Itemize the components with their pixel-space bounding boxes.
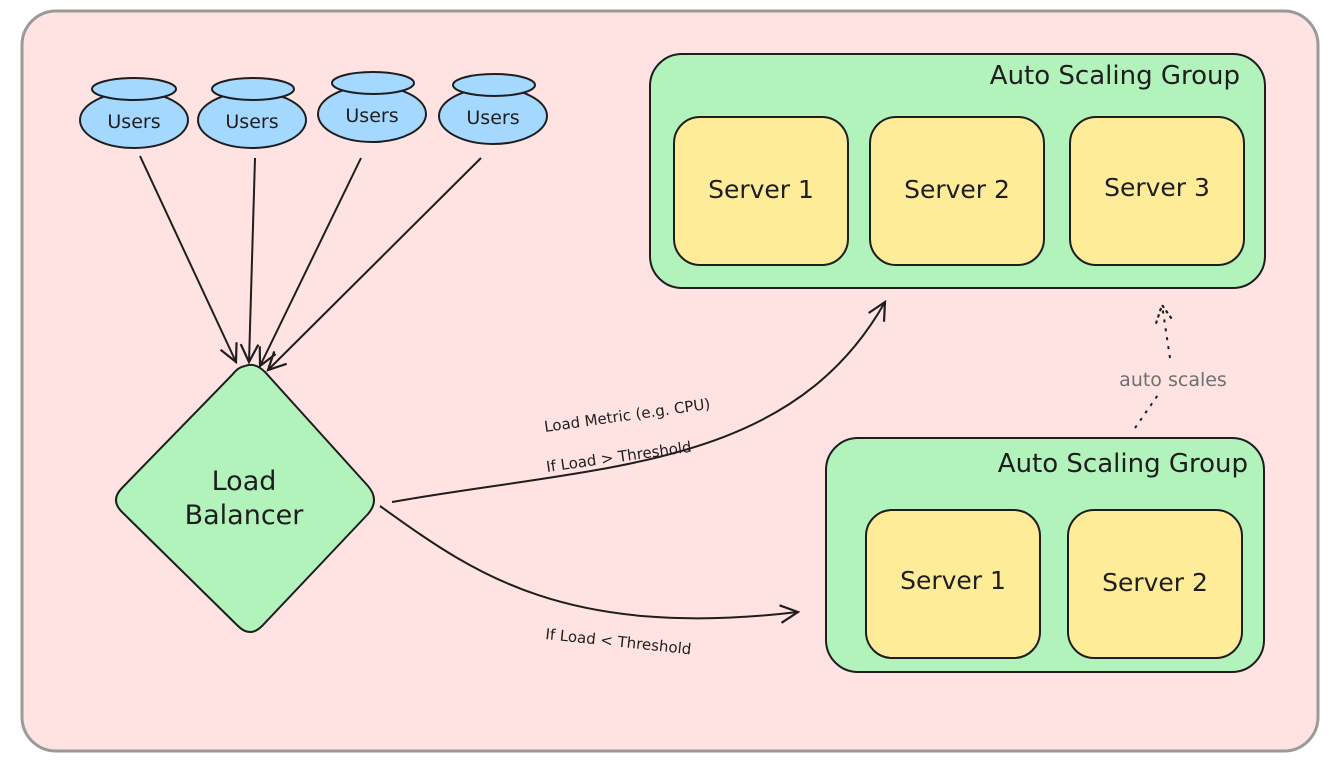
auto-scales-label: auto scales xyxy=(1119,369,1227,391)
server-label: Server 3 xyxy=(1104,173,1210,202)
load-balancer-label-line1: Load xyxy=(212,466,277,497)
users-to-lb-arrow xyxy=(260,157,362,366)
server-label: Server 2 xyxy=(904,175,1010,204)
server-label: Server 2 xyxy=(1102,568,1208,597)
auto-scales-arrow xyxy=(1134,391,1161,429)
users-label: Users xyxy=(107,111,160,133)
users-to-lb-arrow xyxy=(249,157,255,362)
server-node: Server 2 xyxy=(869,116,1045,266)
server-node: Server 1 xyxy=(865,509,1041,659)
load-balancer-node: Load Balancer xyxy=(115,363,375,633)
users-label: Users xyxy=(345,105,398,127)
users-node: Users xyxy=(197,77,307,149)
load-balancer-label-line2: Balancer xyxy=(185,500,305,531)
users-label: Users xyxy=(225,111,278,133)
lb-to-top-group-arrow xyxy=(391,302,885,503)
auto-scaling-group-top: Auto Scaling Group Server 1 Server 2 Ser… xyxy=(649,53,1266,289)
lb-to-bottom-group-arrow xyxy=(379,505,798,618)
users-node: Users xyxy=(438,73,548,145)
auto-scaling-group-bottom: Auto Scaling Group Server 1 Server 2 xyxy=(825,437,1265,673)
users-label: Users xyxy=(466,107,519,129)
group-title: Auto Scaling Group xyxy=(998,449,1248,479)
server-label: Server 1 xyxy=(900,566,1006,595)
users-to-lb-arrow xyxy=(139,155,236,362)
group-title: Auto Scaling Group xyxy=(990,61,1240,91)
server-node: Server 2 xyxy=(1067,509,1243,659)
users-node: Users xyxy=(79,77,189,149)
users-to-lb-arrow xyxy=(268,157,482,370)
server-node: Server 3 xyxy=(1069,116,1245,266)
server-label: Server 1 xyxy=(708,175,814,204)
server-node: Server 1 xyxy=(673,116,849,266)
users-node: Users xyxy=(317,71,427,143)
